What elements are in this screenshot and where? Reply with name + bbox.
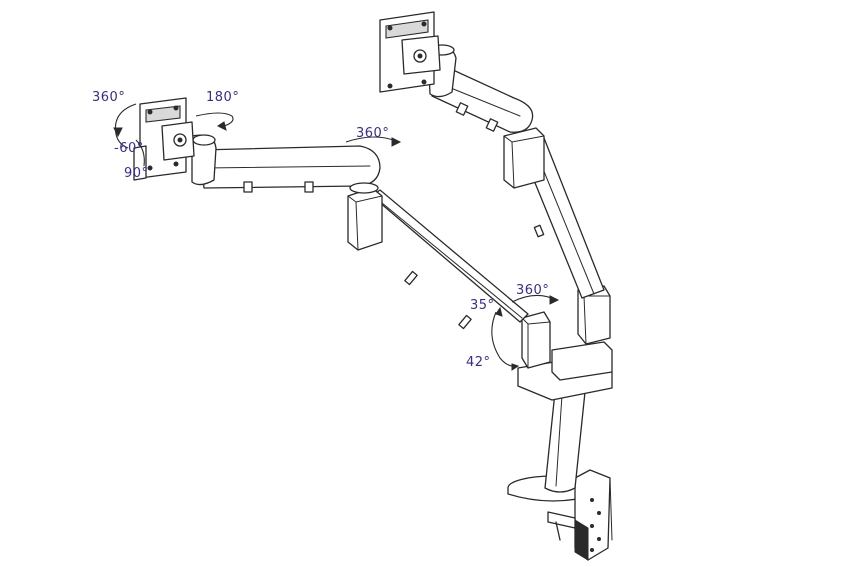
lower-left-arm bbox=[371, 189, 529, 330]
upper-left-arm bbox=[199, 145, 381, 193]
support-pole bbox=[544, 391, 586, 493]
tilt-arrow bbox=[135, 139, 145, 167]
base-pivot bbox=[517, 285, 613, 401]
arm-swing-arc bbox=[491, 311, 519, 367]
angle-labels: 360° 180° -60° 90° 360° 360° 35° 42° bbox=[92, 90, 549, 370]
label-left-vesa-90: 90° bbox=[124, 166, 149, 181]
right-vesa-plate bbox=[379, 11, 441, 93]
label-lower-arm-42: 42° bbox=[466, 355, 491, 370]
label-left-elbow-360: 360° bbox=[356, 126, 389, 141]
left-vesa-plate bbox=[133, 97, 195, 181]
label-base-360: 360° bbox=[516, 283, 549, 298]
label-left-vesa-minus60: -60° bbox=[114, 141, 144, 156]
left-elbow-hub bbox=[347, 182, 383, 251]
rotate-360-arrow bbox=[114, 103, 137, 149]
left-head-swivel bbox=[191, 134, 217, 186]
rotation-arrows bbox=[113, 103, 560, 371]
right-elbow-hub bbox=[503, 127, 545, 189]
label-left-vesa-180: 180° bbox=[206, 90, 239, 105]
label-lower-arm-35: 35° bbox=[470, 298, 495, 313]
rotate-180-arrow bbox=[195, 112, 234, 127]
label-left-vesa-360: 360° bbox=[92, 90, 125, 105]
